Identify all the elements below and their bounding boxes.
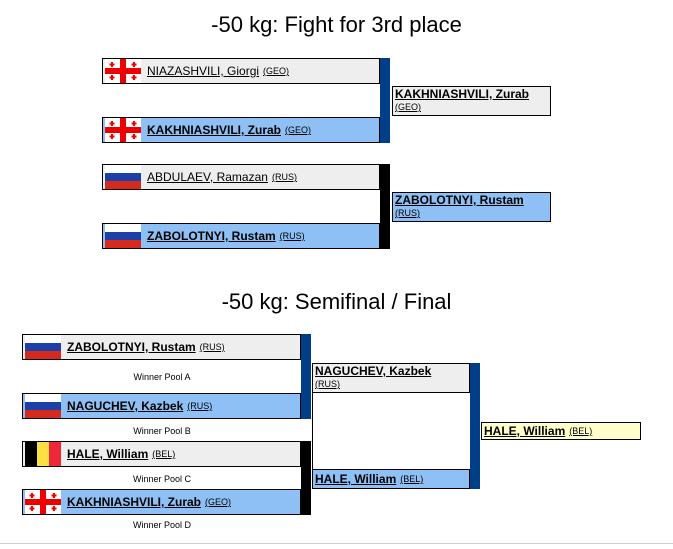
bracket-connector (470, 363, 480, 489)
pool-label: Winner Pool C (132, 474, 192, 484)
russia-flag-icon (24, 335, 62, 359)
winner-name[interactable]: KAKHNIASHVILI, Zurab (395, 87, 530, 101)
winner-name[interactable]: NAGUCHEV, Kazbek (315, 364, 432, 378)
winner-name[interactable]: HALE, William (315, 472, 397, 486)
athlete-country[interactable]: (GEO) (263, 66, 290, 76)
champion-box[interactable]: HALE, William (BEL) (481, 422, 641, 440)
pool-label: Winner Pool A (133, 372, 191, 382)
bracket-entry-niazashvili[interactable]: NIAZASHVILI, Giorgi (GEO) (102, 58, 380, 84)
semifinal-winner-box[interactable]: HALE, William (BEL) (312, 469, 470, 489)
bracket-connector (380, 164, 390, 249)
athlete-name[interactable]: ZABOLOTNYI, Rustam (147, 229, 276, 243)
bracket-connector (301, 441, 311, 515)
bracket-entry-kakhniashvili[interactable]: KAKHNIASHVILI, Zurab (GEO) (22, 489, 301, 515)
bracket-entry-hale[interactable]: HALE, William (BEL) (22, 441, 301, 467)
athlete-name[interactable]: KAKHNIASHVILI, Zurab (67, 495, 202, 509)
athlete-name[interactable]: ZABOLOTNYI, Rustam (67, 340, 196, 354)
bracket-entry-zabolotnyi[interactable]: ZABOLOTNYI, Rustam (RUS) (22, 334, 301, 360)
bracket-connector (301, 334, 311, 419)
athlete-name[interactable]: NAGUCHEV, Kazbek (67, 399, 184, 413)
bracket-connector (380, 58, 390, 143)
pool-label: Winner Pool D (132, 520, 192, 530)
russia-flag-icon (24, 394, 62, 418)
georgia-flag-icon (104, 59, 142, 83)
bracket-entry-zabolotnyi[interactable]: ZABOLOTNYI, Rustam (RUS) (102, 223, 380, 249)
winner-name[interactable]: ZABOLOTNYI, Rustam (395, 193, 524, 207)
athlete-name[interactable]: KAKHNIASHVILI, Zurab (147, 123, 282, 137)
match-winner-box[interactable]: KAKHNIASHVILI, Zurab (GEO) (392, 86, 551, 116)
athlete-name[interactable]: ABDULAEV, Ramazan (147, 170, 268, 184)
semifinal-winner-box[interactable]: NAGUCHEV, Kazbek (RUS) (312, 363, 470, 393)
russia-flag-icon (104, 224, 142, 248)
georgia-flag-icon (104, 118, 142, 142)
bracket-line (312, 392, 313, 469)
bracket-entry-kakhniashvili[interactable]: KAKHNIASHVILI, Zurab (GEO) (102, 117, 380, 143)
athlete-country[interactable]: (BEL) (152, 449, 176, 459)
athlete-country[interactable]: (GEO) (205, 497, 232, 507)
athlete-name[interactable]: NIAZASHVILI, Giorgi (147, 64, 260, 78)
bottom-divider (0, 543, 673, 544)
winner-country[interactable]: (BEL) (400, 474, 424, 484)
belgium-flag-icon (24, 442, 62, 466)
third-place-title: -50 kg: Fight for 3rd place (211, 12, 462, 37)
champion-country[interactable]: (BEL) (569, 426, 593, 436)
athlete-country[interactable]: (GEO) (285, 125, 312, 135)
athlete-country[interactable]: (RUS) (187, 401, 213, 411)
match-winner-box[interactable]: ZABOLOTNYI, Rustam (RUS) (392, 192, 551, 222)
winner-country[interactable]: (GEO) (395, 102, 421, 112)
champion-name[interactable]: HALE, William (484, 424, 566, 438)
bracket-entry-abdulaev[interactable]: ABDULAEV, Ramazan (RUS) (102, 164, 380, 190)
bracket-entry-naguchev[interactable]: NAGUCHEV, Kazbek (RUS) (22, 393, 301, 419)
winner-country[interactable]: (RUS) (315, 379, 340, 389)
russia-flag-icon (104, 165, 142, 189)
athlete-country[interactable]: (RUS) (279, 231, 305, 241)
semifinal-title: -50 kg: Semifinal / Final (221, 289, 452, 314)
winner-country[interactable]: (RUS) (395, 208, 420, 218)
athlete-name[interactable]: HALE, William (67, 447, 149, 461)
pool-label: Winner Pool B (133, 426, 191, 436)
georgia-flag-icon (24, 490, 62, 514)
athlete-country[interactable]: (RUS) (199, 342, 225, 352)
athlete-country[interactable]: (RUS) (271, 172, 297, 182)
